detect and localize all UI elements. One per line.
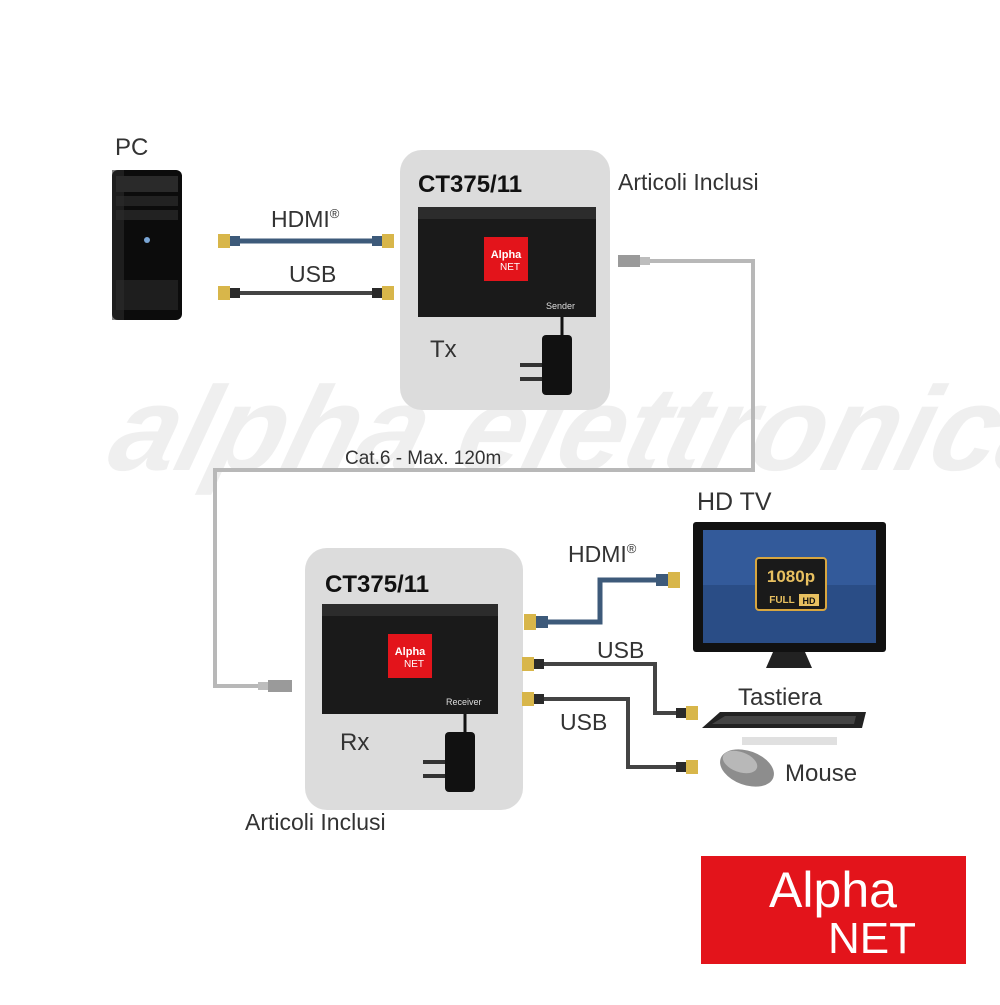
tx-power-adapter <box>520 317 572 395</box>
keyboard <box>702 712 866 745</box>
pc-tower <box>112 170 182 320</box>
sender-label: Sender <box>546 301 575 311</box>
usb-label-rx-1: USB <box>597 637 644 663</box>
tv-hd: HD <box>803 596 816 606</box>
rx-device: Alpha NET Receiver <box>322 604 498 714</box>
hdmi-label-bottom: HDMI® <box>568 541 637 567</box>
tv-1080p: 1080p <box>767 567 815 586</box>
pc-label: PC <box>115 134 148 161</box>
hdmi-label-top: HDMI® <box>271 206 340 232</box>
mouse <box>720 749 774 787</box>
tx-label: Tx <box>430 336 457 363</box>
usb-cable-mouse <box>522 692 698 774</box>
hdmi-cable-bottom <box>524 572 680 630</box>
rx-label: Rx <box>340 729 369 756</box>
rx-power-adapter <box>423 714 475 792</box>
cat6-cable <box>213 259 755 688</box>
tv-full: FULL <box>769 595 795 606</box>
articoli-inclusi-top: Articoli Inclusi <box>618 169 759 195</box>
rx-rj45-connector <box>258 680 292 692</box>
tx-device-logo <box>484 237 528 281</box>
alphanet-logo: Alpha NET <box>701 856 966 964</box>
rx-device-logo <box>388 634 432 678</box>
rx-model-label: CT375/11 <box>325 571 429 598</box>
rx-device-logo-line1: Alpha <box>395 646 426 658</box>
tx-device-logo-line2: NET <box>500 262 520 273</box>
usb-label-top: USB <box>289 261 336 287</box>
hdtv-label: HD TV <box>697 488 772 516</box>
tx-device-logo-line1: Alpha <box>491 249 522 261</box>
usb-label-rx-2: USB <box>560 709 607 735</box>
tx-rj45-connector <box>618 255 650 267</box>
receiver-label: Receiver <box>446 697 482 707</box>
mouse-label: Mouse <box>785 760 857 787</box>
tx-model-label: CT375/11 <box>418 171 522 198</box>
usb-cable-top <box>218 286 394 300</box>
usb-cable-keyboard <box>522 657 698 720</box>
articoli-inclusi-bottom: Articoli Inclusi <box>245 809 386 835</box>
alphanet-logo-line2: NET <box>828 914 916 963</box>
hdmi-cable-top <box>218 234 394 248</box>
alphanet-logo-line1: Alpha <box>769 862 897 918</box>
cat6-label: Cat.6 - Max. 120m <box>345 448 501 469</box>
rx-device-logo-line2: NET <box>404 659 424 670</box>
hd-tv: 1080p FULL HD <box>693 522 886 668</box>
tastiera-label: Tastiera <box>738 684 823 711</box>
tx-device: Alpha NET Sender <box>418 207 596 317</box>
